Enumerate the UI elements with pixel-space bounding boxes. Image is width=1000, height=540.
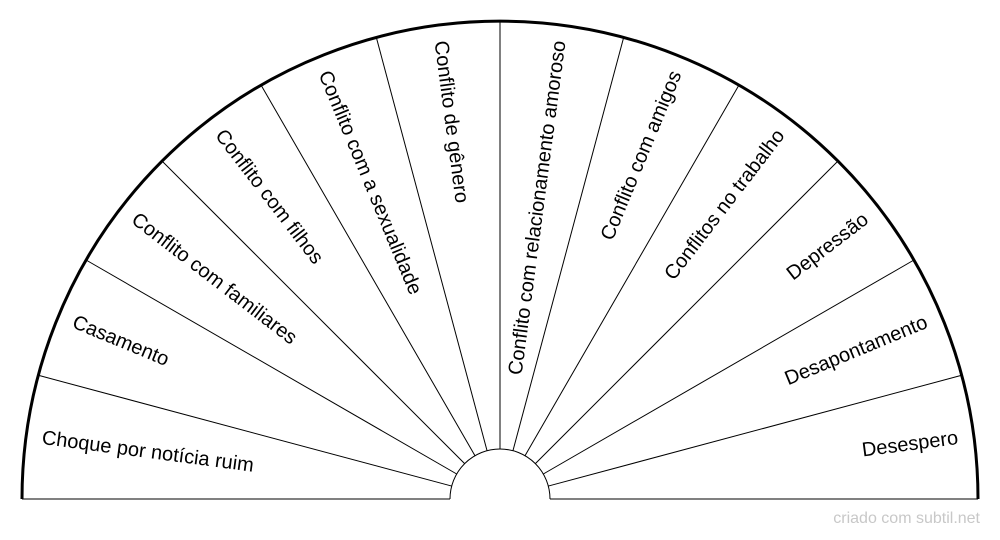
segment-label: Depressão (783, 208, 873, 284)
sector-divider (260, 84, 476, 456)
segment-label: Desespero (861, 427, 960, 461)
segment-label: Casamento (69, 311, 172, 370)
sector-divider (38, 374, 452, 487)
segment-label: Conflito com filhos (211, 125, 328, 268)
sector-divider (375, 37, 488, 451)
segment-label: Conflitos no trabalho (660, 125, 789, 284)
sector-divider (161, 160, 465, 464)
segment-label: Conflito com relacionamento amoroso (505, 39, 571, 376)
sector-divider (85, 259, 457, 475)
outer-arc (20, 19, 980, 500)
sector-divider (543, 259, 915, 475)
segment-label: Conflito de gênero (430, 39, 473, 204)
segment-label: Choque por notícia ruim (41, 427, 255, 477)
credit-text: criado com subtil.net (833, 510, 980, 527)
segment-label: Conflito com amigos (597, 68, 687, 244)
sector-divider (512, 37, 625, 451)
sector-lines (22, 21, 978, 500)
inner-arc (449, 448, 551, 500)
segment-label: Conflito com a sexualidade (314, 68, 426, 298)
sector-divider (524, 84, 740, 456)
sector-divider (535, 160, 839, 464)
segment-label: Conflito com familiares (127, 208, 301, 349)
sector-divider (548, 374, 962, 487)
